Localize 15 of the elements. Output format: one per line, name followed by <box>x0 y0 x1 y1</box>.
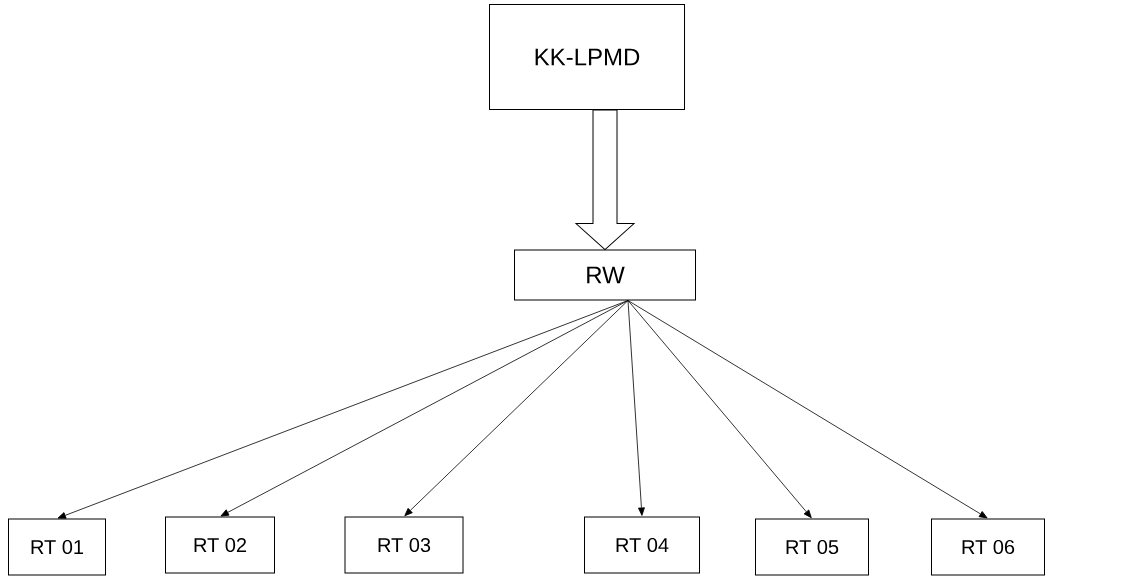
process-box: RT 01 <box>8 518 106 576</box>
process-box: RW <box>514 249 696 301</box>
process-box: RT 02 <box>165 516 275 574</box>
process-box: KK-LPMD <box>489 4 685 110</box>
arrow <box>220 300 629 517</box>
arrow <box>627 300 645 516</box>
arrow <box>57 300 629 519</box>
process-box: RT 06 <box>931 518 1045 576</box>
process-box: RT 05 <box>755 518 869 576</box>
arrow <box>627 300 988 519</box>
process-box: RT 04 <box>584 516 700 574</box>
arrow <box>627 300 812 519</box>
block-arrow <box>575 109 635 250</box>
arrow <box>404 300 629 517</box>
process-box: RT 03 <box>344 516 464 574</box>
